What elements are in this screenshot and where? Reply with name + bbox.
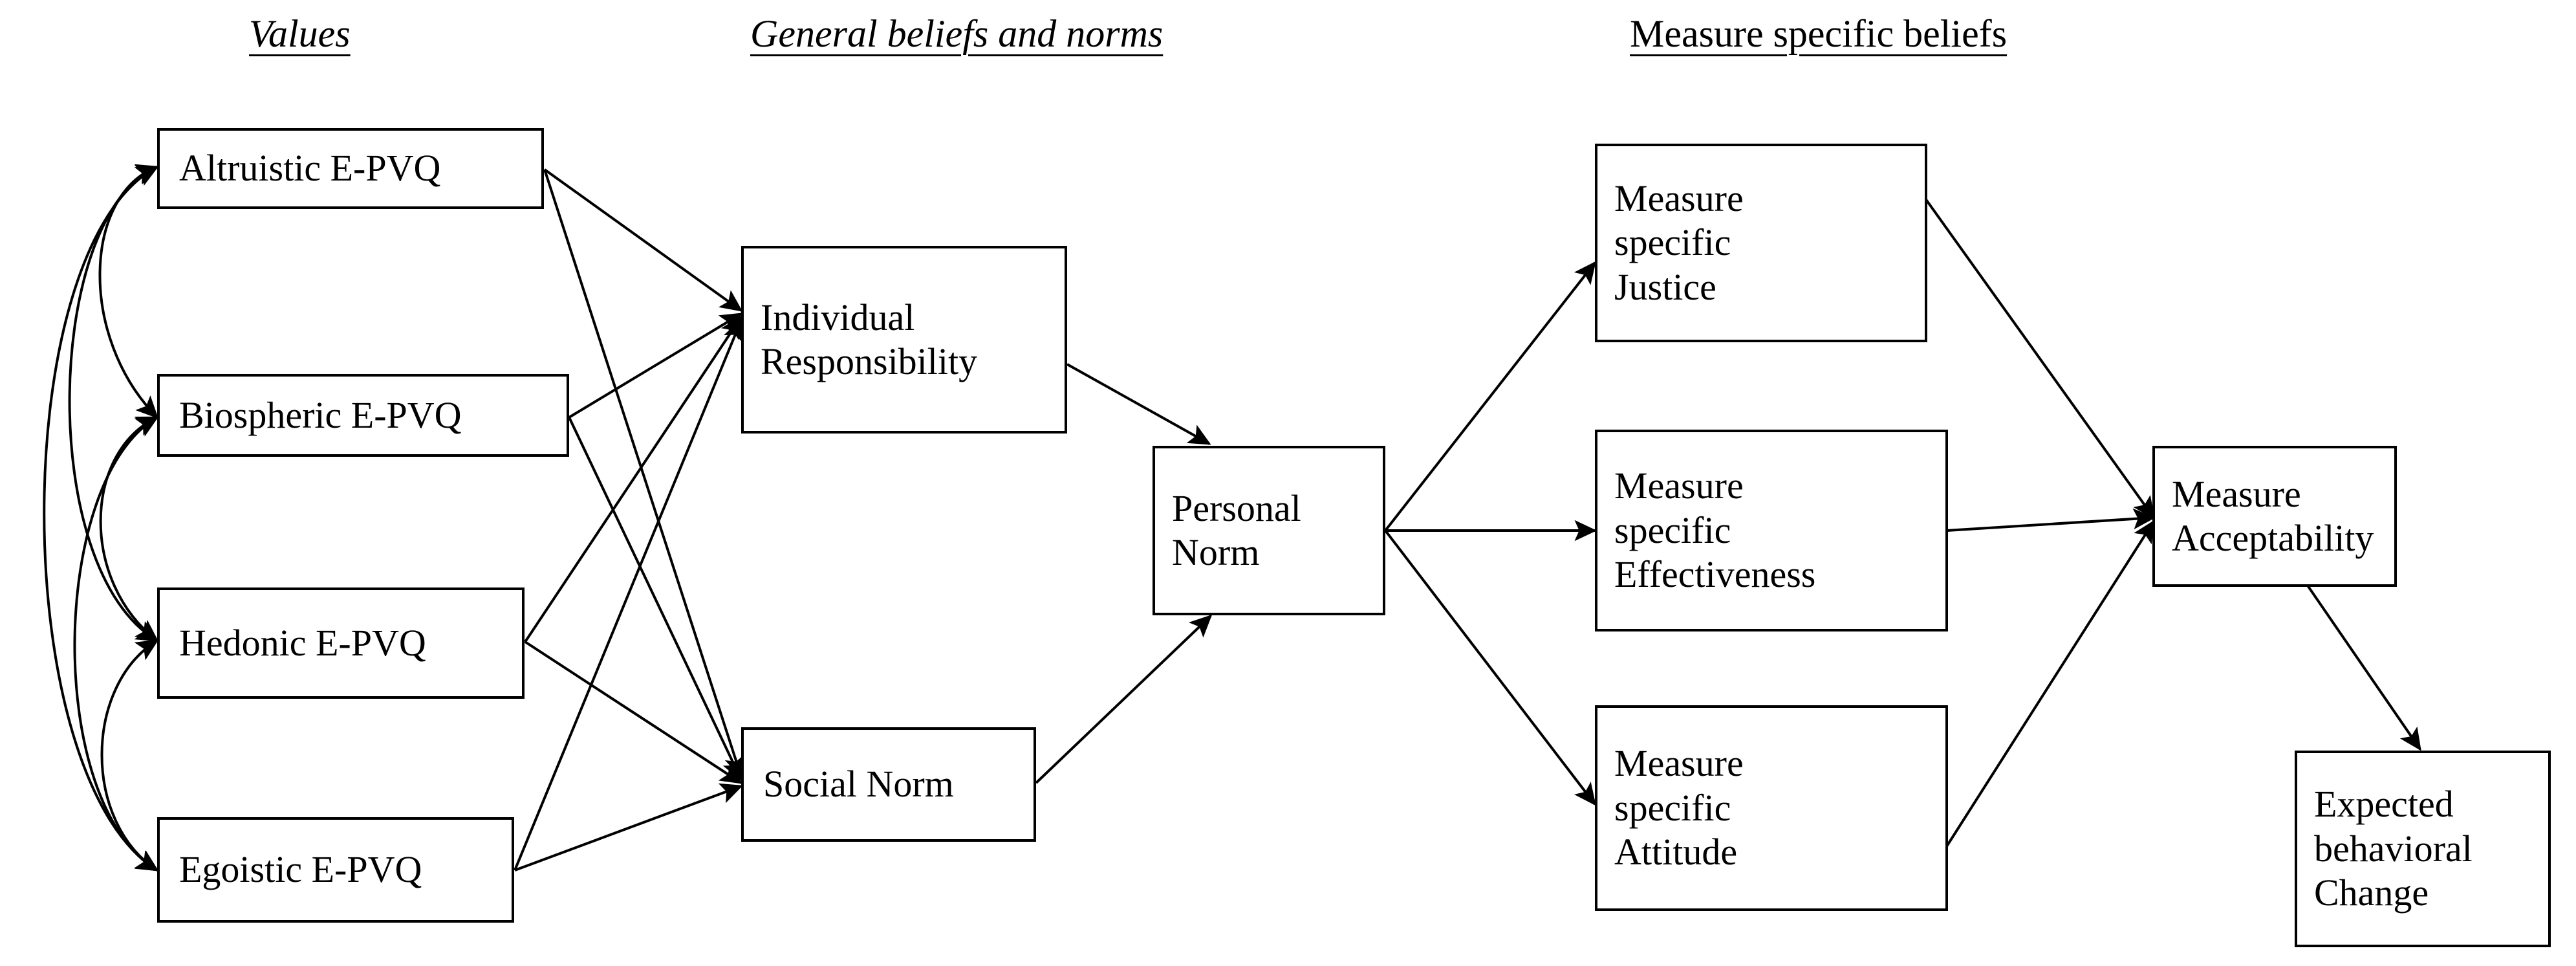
- section-header-measure-specific: Measure specific beliefs: [1630, 12, 2008, 55]
- covariance-arcs-group: [43, 164, 159, 872]
- node-measure-specific-effectiveness[interactable]: Measure specific Effectiveness: [1595, 430, 1948, 631]
- edge-altruistic-social-norm: [543, 169, 745, 778]
- edge-biospheric-individual-responsibility: [568, 313, 743, 419]
- node-social-norm[interactable]: Social Norm: [741, 727, 1036, 842]
- node-biospheric-e-pvq[interactable]: Biospheric E-PVQ: [157, 374, 569, 457]
- edge-egoistic-individual-responsibility: [514, 318, 743, 871]
- covariance-arc-biospheric-hedonic: [99, 416, 159, 642]
- node-label-individual-responsibility: Individual Responsibility: [761, 296, 978, 382]
- edge-hedonic-social-norm: [524, 641, 743, 784]
- edge-altruistic-individual-responsibility: [543, 168, 743, 312]
- acceptability-to-change-group: [2306, 584, 2421, 751]
- node-altruistic-e-pvq[interactable]: Altruistic E-PVQ: [157, 128, 544, 209]
- node-label-personal-norm: Personal Norm: [1172, 487, 1301, 573]
- edge-measure-acceptability-expected-change: [2306, 584, 2421, 751]
- edge-ms-attitude-measure-acceptability: [1945, 520, 2155, 848]
- node-label-expected-change: Expected behavioral Change: [2314, 783, 2473, 914]
- node-label-ms-justice: Measure specific Justice: [1614, 177, 1744, 308]
- edge-biospheric-social-norm: [568, 417, 742, 782]
- beliefs-to-personal-norm-group: [1035, 363, 1213, 784]
- covariance-arc-hedonic-egoistic: [100, 639, 159, 872]
- node-label-social-norm: Social Norm: [763, 763, 954, 806]
- section-header-values: Values: [249, 12, 351, 55]
- node-measure-acceptability[interactable]: Measure Acceptability: [2152, 446, 2397, 587]
- covariance-arc-altruistic-biospheric: [98, 164, 159, 419]
- covariance-arc-biospheric-egoistic: [73, 416, 159, 872]
- node-hedonic-e-pvq[interactable]: Hedonic E-PVQ: [157, 587, 525, 699]
- section-header-general-beliefs: General beliefs and norms: [750, 12, 1164, 55]
- edge-egoistic-social-norm: [514, 783, 743, 872]
- node-measure-specific-attitude[interactable]: Measure specific Attitude: [1595, 705, 1948, 911]
- node-label-biospheric: Biospheric E-PVQ: [179, 393, 462, 436]
- node-label-measure-acceptability: Measure Acceptability: [2172, 472, 2374, 559]
- node-measure-specific-justice[interactable]: Measure specific Justice: [1595, 144, 1927, 342]
- edge-personal-norm-ms-attitude: [1384, 529, 1596, 806]
- edge-social-norm-personal-norm: [1035, 614, 1213, 784]
- covariance-arc-altruistic-egoistic: [43, 166, 159, 872]
- node-label-hedonic: Hedonic E-PVQ: [179, 621, 426, 664]
- node-egoistic-e-pvq[interactable]: Egoistic E-PVQ: [157, 817, 514, 923]
- node-individual-responsibility[interactable]: Individual Responsibility: [741, 246, 1067, 434]
- node-label-altruistic: Altruistic E-PVQ: [179, 147, 441, 190]
- node-label-ms-attitude: Measure specific Attitude: [1614, 742, 1744, 873]
- node-expected-behavioral-change[interactable]: Expected behavioral Change: [2295, 751, 2551, 947]
- edge-individual-responsibility-personal-norm: [1066, 363, 1211, 445]
- edge-ms-effectiveness-measure-acceptability: [1946, 508, 2156, 532]
- personal-norm-to-measure-beliefs-group: [1384, 261, 1597, 806]
- node-label-ms-effectiveness: Measure specific Effectiveness: [1614, 465, 1816, 596]
- measure-beliefs-to-acceptability-group: [1921, 193, 2156, 848]
- edge-personal-norm-ms-justice: [1384, 261, 1596, 532]
- node-personal-norm[interactable]: Personal Norm: [1153, 446, 1385, 615]
- values-to-beliefs-group: [514, 168, 745, 872]
- edge-ms-justice-measure-acceptability: [1921, 193, 2155, 520]
- edge-hedonic-individual-responsibility: [524, 315, 742, 643]
- node-label-egoistic: Egoistic E-PVQ: [179, 848, 422, 891]
